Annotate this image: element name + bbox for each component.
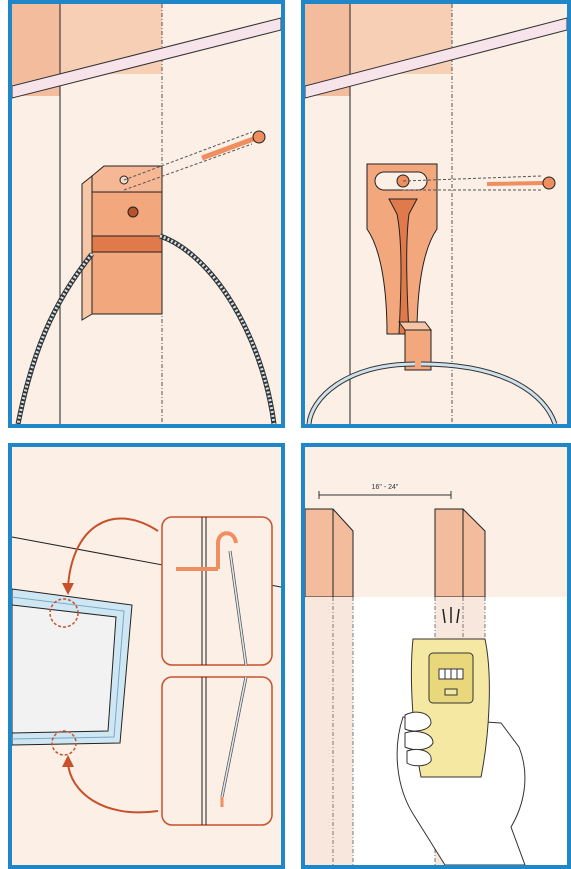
wire-right-inner <box>420 362 557 424</box>
signal-line-right <box>456 608 460 624</box>
detail-box-upper <box>161 516 273 666</box>
hanging-wire-upper-inner <box>229 550 247 666</box>
stud-finder-button <box>444 688 458 696</box>
wire-left <box>15 252 94 424</box>
screw-hook-curve <box>216 531 238 569</box>
picture-frame-inner <box>12 604 117 734</box>
sawtooth-hanger-illustration <box>305 4 567 424</box>
block-slot <box>91 235 163 253</box>
panel-block-hook <box>8 0 285 428</box>
lower-callout-arrow <box>67 762 159 814</box>
lower-arrow-head <box>62 755 74 767</box>
finger-1 <box>404 711 432 732</box>
lower-detail-circle <box>51 730 77 756</box>
wire-right-twist <box>159 234 276 424</box>
block-face-lower <box>91 251 163 315</box>
signal-line-left <box>442 608 446 624</box>
block-face-upper <box>91 191 163 237</box>
left-stud-hidden <box>305 597 353 865</box>
nail-guide-lower <box>123 143 253 191</box>
nail-head <box>252 130 266 144</box>
panel-frame-and-hooks <box>8 443 285 869</box>
picture-frame-bevel <box>12 596 125 740</box>
upper-callout-arrow <box>67 517 159 588</box>
detail-box-lower <box>161 676 273 826</box>
frame-hooks-illustration <box>12 447 281 865</box>
upper-detail-circle <box>49 598 79 628</box>
left-stud-top <box>305 508 354 598</box>
panel-stud-finder: 16" - 24" <box>301 443 571 869</box>
nail-guide-upper <box>123 131 253 181</box>
wire-left-inner <box>307 362 416 424</box>
nail-shaft <box>201 135 257 161</box>
screw-hole <box>127 206 139 218</box>
hanger-hook-top <box>398 321 432 331</box>
finger-2 <box>404 730 434 751</box>
finger-3 <box>406 748 432 767</box>
ceiling-molding <box>305 17 567 99</box>
nail-head <box>542 176 556 190</box>
hanging-wire-lower-inner <box>221 676 247 798</box>
upper-arrow-head <box>62 583 74 595</box>
stud-spacing-label: 16" - 24" <box>372 484 399 491</box>
right-stud-top <box>434 508 486 598</box>
nail-shaft <box>486 181 546 186</box>
block-hook-illustration <box>12 4 281 424</box>
nail-guide-upper <box>402 175 542 182</box>
stud-finder-illustration: 16" - 24" <box>305 447 567 865</box>
ceiling-molding <box>12 17 281 99</box>
panel-sawtooth-hanger <box>301 0 571 428</box>
block-side <box>81 174 93 321</box>
